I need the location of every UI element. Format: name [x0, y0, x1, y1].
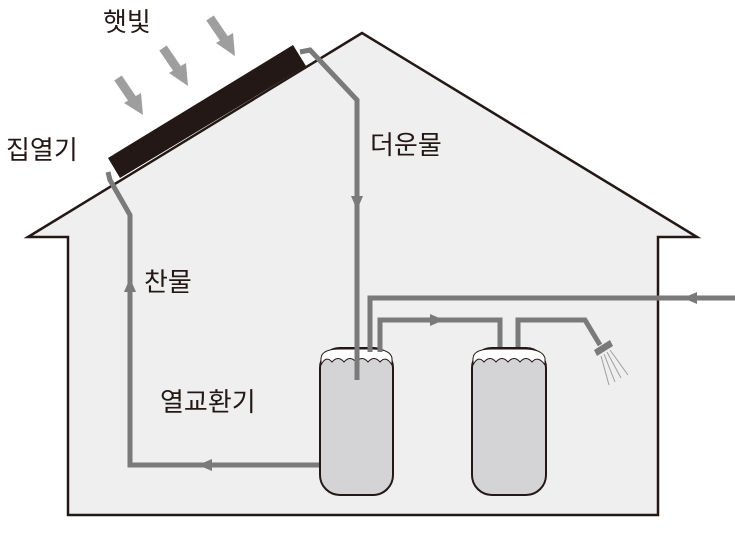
- label-hot-water: 더운물: [370, 131, 442, 161]
- cold-water-inlet-pipe: [367, 295, 735, 352]
- label-cold-water: 찬물: [144, 268, 192, 298]
- arrow-right-icon: [430, 314, 444, 326]
- arrow-up-icon: [124, 278, 136, 292]
- shower-pipe: [515, 317, 603, 352]
- flow-arrows: [124, 196, 697, 471]
- arrow-left-icon: [198, 459, 212, 471]
- label-sunlight: 햇빛: [103, 8, 151, 38]
- storage-tank: [471, 347, 547, 496]
- sunlight-arrows: [114, 15, 235, 115]
- label-heat-exchanger: 열교환기: [160, 388, 256, 418]
- solar-collector: [108, 45, 306, 178]
- arrow-down-icon: [351, 196, 363, 210]
- hot-water-pipe: [299, 47, 360, 378]
- arrow-left-icon: [683, 292, 697, 304]
- label-collector: 집열기: [6, 136, 78, 166]
- shower-head-icon: [594, 340, 629, 386]
